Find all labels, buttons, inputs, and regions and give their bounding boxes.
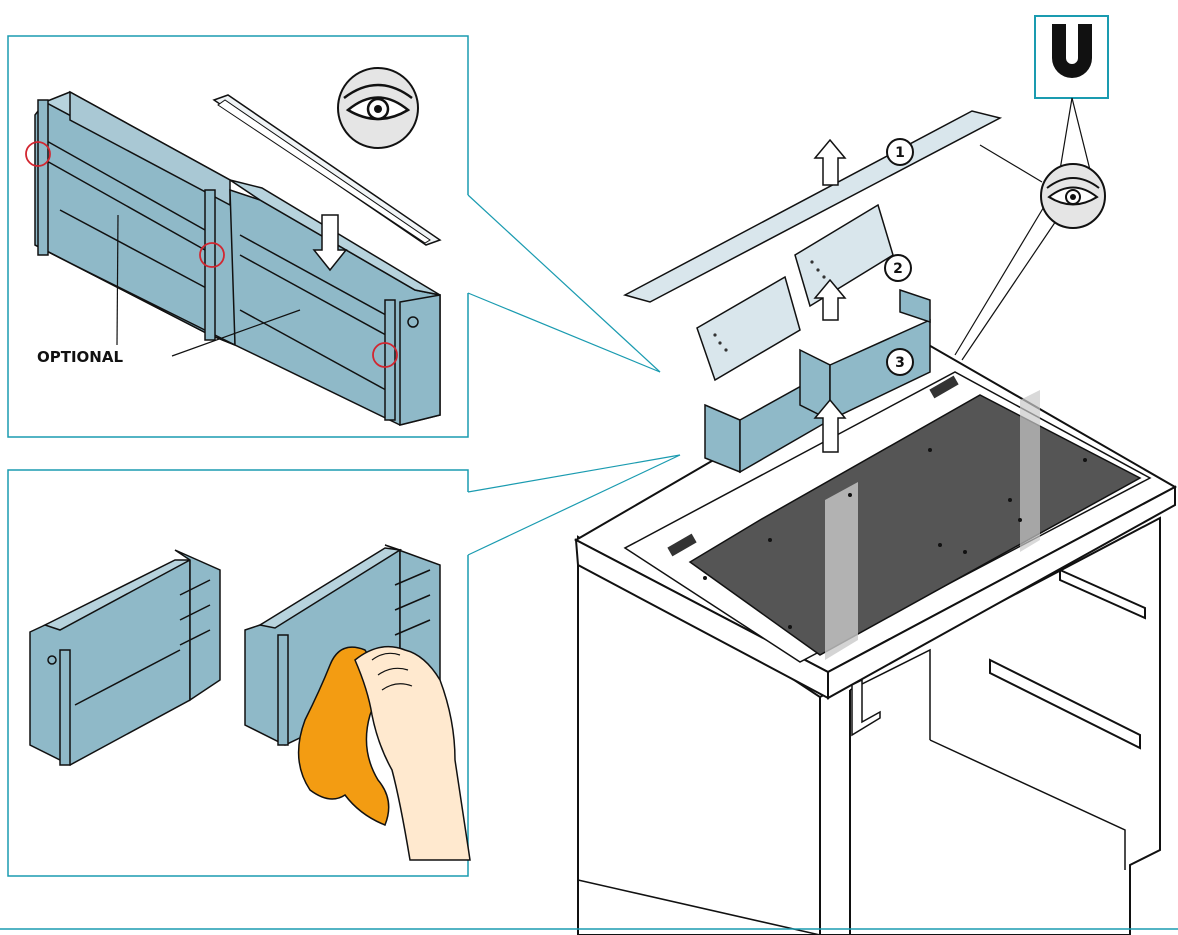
magnet-icon — [1052, 24, 1092, 78]
step-marker-1: 1 — [886, 138, 914, 166]
step-marker-3: 3 — [886, 348, 914, 376]
step-marker-2: 2 — [884, 254, 912, 282]
eye-icon — [1040, 163, 1106, 229]
eye-icon — [337, 67, 419, 149]
panel-leader-lines — [467, 194, 681, 556]
step-3-label: 3 — [895, 355, 905, 371]
callout-lines — [954, 97, 1091, 361]
step-1-label: 1 — [895, 145, 905, 161]
magnet-icon-box — [1034, 15, 1109, 99]
hand-with-cloth-icon — [297, 645, 471, 861]
induction-hob — [623, 371, 1152, 737]
bottom-detail-panel — [7, 469, 471, 877]
step-2-label: 2 — [893, 261, 903, 277]
optional-label: OPTIONAL — [37, 348, 123, 366]
filter-panels — [696, 203, 894, 382]
arrow-down-icon — [312, 214, 348, 272]
clip-position-marker — [25, 141, 398, 368]
top-detail-panel: OPTIONAL — [7, 35, 469, 438]
arrow-up-icon — [813, 138, 847, 453]
